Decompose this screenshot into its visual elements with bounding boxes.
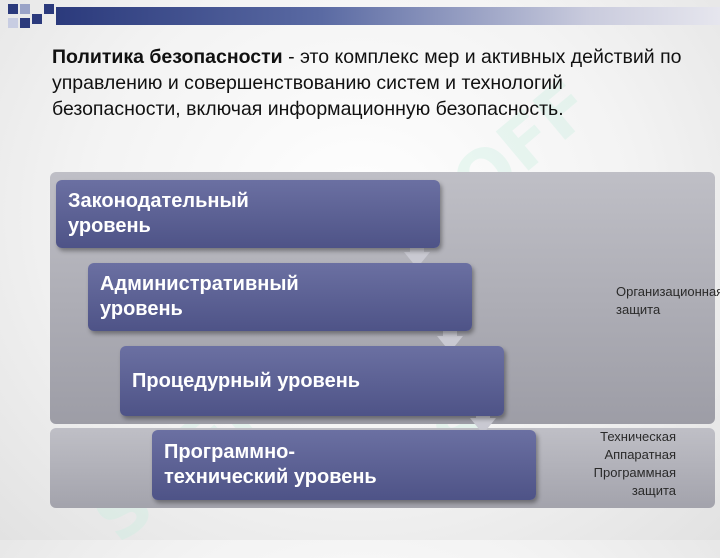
level-administrative: Административный уровень (88, 263, 472, 331)
intro-paragraph: Политика безопасности - это комплекс мер… (52, 44, 692, 122)
organizational-protection-label: Организационная защита (616, 284, 720, 317)
level-procedural: Процедурный уровень (120, 346, 504, 416)
corner-decoration (8, 4, 68, 34)
technical-protection-label: Техническая Аппаратная Программная защит… (593, 429, 676, 498)
level-software-technical: Программно- технический уровень (152, 430, 536, 500)
title-bar-decoration (56, 7, 720, 25)
intro-term: Политика безопасности (52, 46, 283, 68)
level-legislative: Законодательный уровень (56, 180, 440, 248)
intro-definition: - это комплекс мер и активных действий п… (52, 46, 682, 120)
